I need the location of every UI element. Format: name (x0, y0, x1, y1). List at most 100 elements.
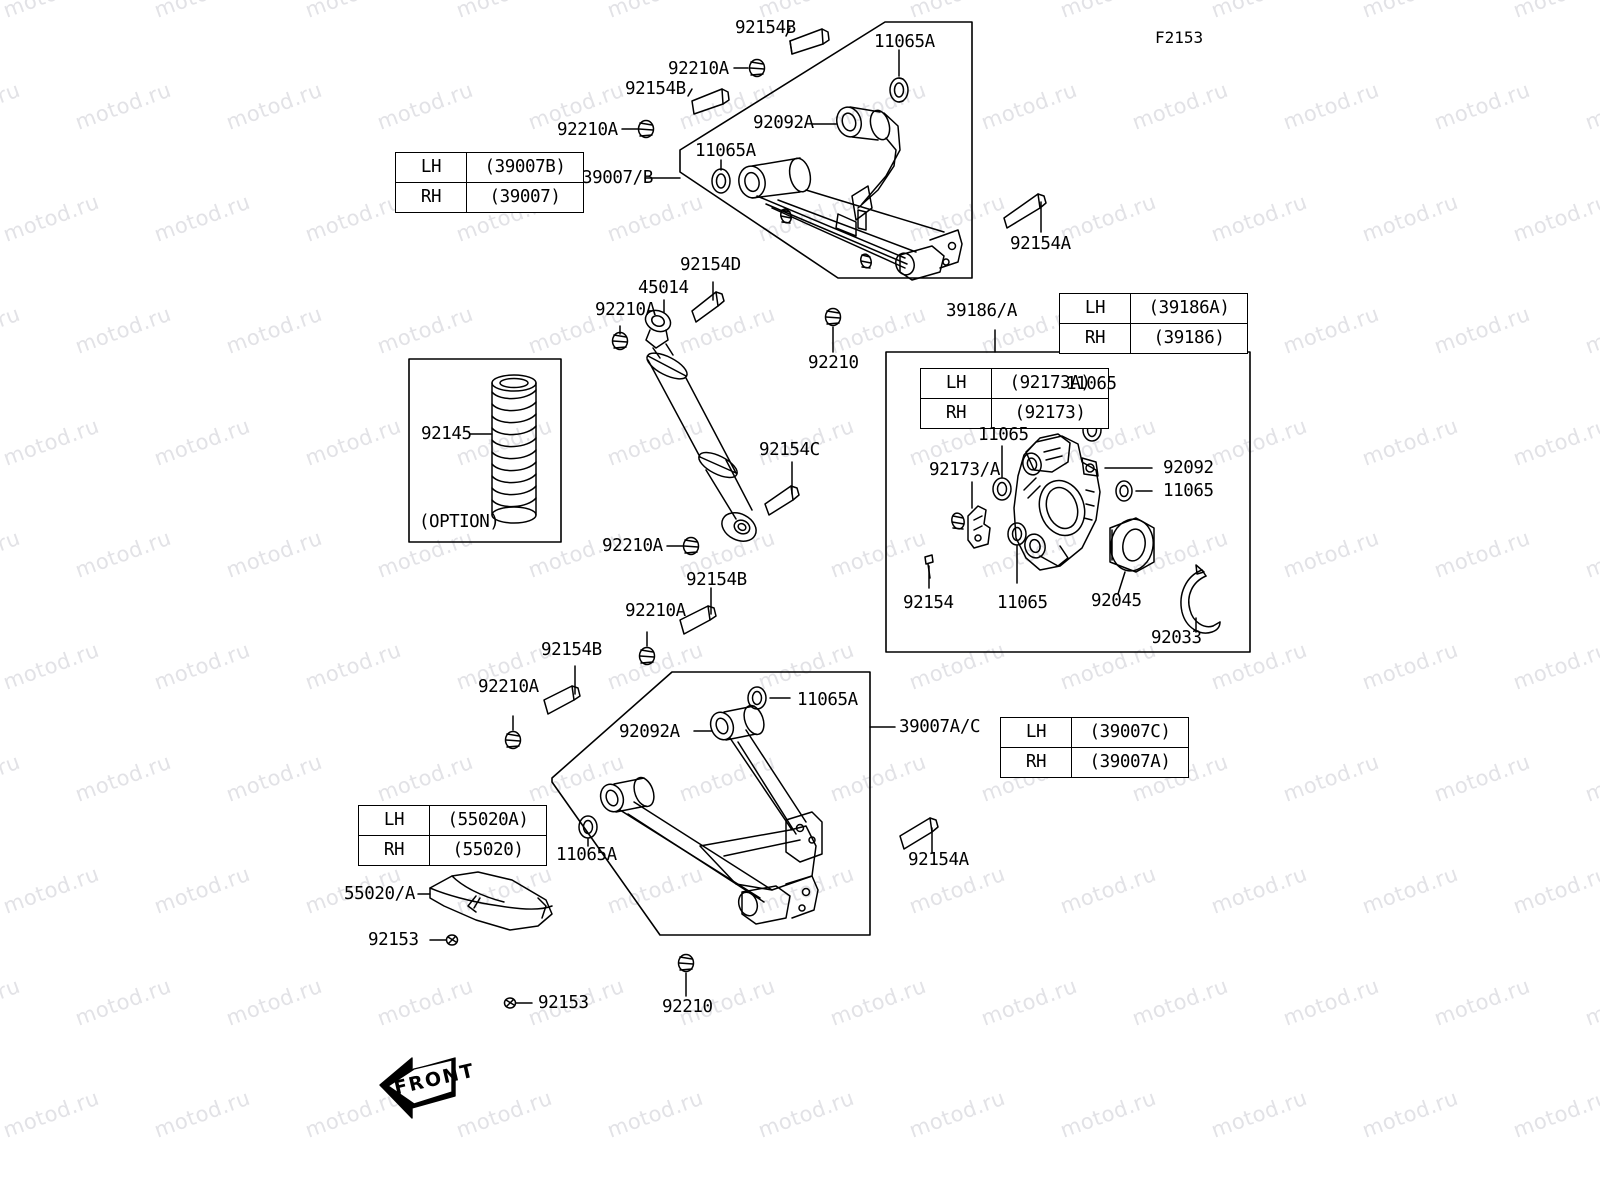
table-55020: LH (55020A) RH (55020) (358, 805, 547, 866)
table-cell-side: LH (358, 805, 430, 836)
label-92154D: 92154D (680, 255, 741, 275)
table-cell-side: RH (1000, 747, 1072, 778)
screw-92153-bottom (503, 997, 517, 1009)
knuckle-body (1013, 433, 1101, 571)
bolt-92154B-lower-lower (543, 685, 581, 715)
label-92154B-top: 92154B (735, 18, 796, 38)
collar-11065A-lower-left (578, 815, 598, 839)
label-39007B: 39007/B (582, 168, 653, 188)
table-cell-part: (55020A) (429, 805, 547, 836)
upper-assembly-outline (679, 21, 973, 279)
label-55020A: 55020/A (344, 884, 415, 904)
table-cell-part: (39007) (466, 182, 584, 213)
label-92210-bottom: 92210 (662, 997, 713, 1017)
option-box (408, 358, 562, 543)
bolt-92154B-top (789, 28, 830, 55)
bolt-92154C (764, 485, 800, 516)
label-92154B-lower-lower: 92154B (541, 640, 602, 660)
lower-assembly-outline (551, 671, 871, 936)
table-cell-part: (39186) (1130, 323, 1248, 354)
label-39007AC: 39007A/C (899, 717, 981, 737)
upper-control-arm (738, 106, 963, 281)
label-92154A-lower: 92154A (908, 850, 969, 870)
label-11065A-lower-left: 11065A (556, 845, 617, 865)
option-caption: (OPTION) (419, 512, 500, 532)
collar-11065A-left (711, 168, 731, 194)
collar-11065A-top (889, 77, 909, 103)
table-cell-part: (39007C) (1071, 717, 1189, 748)
label-92092A-upper: 92092A (753, 113, 814, 133)
guard-55020A (429, 871, 553, 931)
table-cell-side: LH (920, 368, 992, 399)
front-arrow-plate (387, 1059, 453, 1105)
table-cell-side: LH (1000, 717, 1072, 748)
table-cell-side: RH (920, 398, 992, 429)
nut-92210A-shock-lower (682, 536, 700, 556)
table-cell-part: (55020) (429, 835, 547, 866)
table-cell-part: (39007B) (466, 152, 584, 183)
label-92154A-upper: 92154A (1010, 234, 1071, 254)
table-row: RH (39186) (1059, 323, 1248, 354)
collar-11065-bottom (1007, 522, 1027, 546)
nut-92210A-lower-lower (504, 730, 522, 750)
label-39186A: 39186/A (946, 301, 1017, 321)
bolt-92154A-upper (1003, 193, 1047, 229)
nut-92210A-lower-upper (638, 646, 656, 666)
spring-92145 (491, 374, 537, 524)
label-92210A-top: 92210A (668, 59, 729, 79)
label-92154B-lower-upper: 92154B (686, 570, 747, 590)
table-39007a: LH (39007C) RH (39007A) (1000, 717, 1189, 778)
label-92033: 92033 (1151, 628, 1202, 648)
diagram-code: F2153 (1155, 28, 1204, 47)
label-45014: 45014 (638, 278, 689, 298)
nut-92210A-second (637, 119, 655, 139)
table-row: LH (39186A) (1059, 293, 1248, 324)
label-92210A-shock-lower: 92210A (602, 536, 663, 556)
bolt-92154B-second (691, 88, 730, 115)
label-11065-bottom: 11065 (997, 593, 1048, 613)
collar-11065-right (1115, 480, 1133, 502)
table-row: LH (55020A) (358, 805, 547, 836)
label-92210A-shock-upper: 92210A (595, 300, 656, 320)
label-92210A-lower-upper: 92210A (625, 601, 686, 621)
table-cell-part: (92173) (991, 398, 1109, 429)
sensor-92173A (951, 505, 991, 549)
nut-92210A-shock-upper (611, 331, 629, 351)
table-row: RH (55020) (358, 835, 547, 866)
table-cell-part: (39007A) (1071, 747, 1189, 778)
label-92145: 92145 (421, 424, 472, 444)
label-11065-top: 11065 (1066, 374, 1117, 394)
table-cell-side: RH (395, 182, 467, 213)
table-row: LH (39007C) (1000, 717, 1189, 748)
table-row: RH (92173) (920, 398, 1109, 429)
nut-92210-mid (824, 307, 842, 327)
label-92092A-lower: 92092A (619, 722, 680, 742)
screw-92153-left (445, 934, 459, 946)
label-92210A-second: 92210A (557, 120, 618, 140)
table-cell-side: LH (395, 152, 467, 183)
label-92153-left: 92153 (368, 930, 419, 950)
bolt-92154D (691, 291, 725, 323)
label-92154-knuckle: 92154 (903, 593, 954, 613)
label-11065-left: 11065 (978, 425, 1029, 445)
label-92045: 92045 (1091, 591, 1142, 611)
label-92153-bottom: 92153 (538, 993, 589, 1013)
table-row: RH (39007) (395, 182, 584, 213)
nut-92210A-top (748, 58, 766, 78)
label-92173A: 92173/A (929, 460, 1000, 480)
label-92154C: 92154C (759, 440, 820, 460)
table-39186: LH (39186A) RH (39186) (1059, 293, 1248, 354)
label-11065A-lower-top: 11065A (797, 690, 858, 710)
table-cell-side: RH (358, 835, 430, 866)
table-cell-side: LH (1059, 293, 1131, 324)
circlip-92033 (1180, 564, 1221, 634)
bolt-92154B-lower-upper (679, 605, 717, 635)
shock-absorber-45014 (644, 309, 757, 542)
table-row: LH (39007B) (395, 152, 584, 183)
collar-11065-left (992, 477, 1012, 501)
lower-control-arm (599, 704, 823, 925)
label-92210A-lower-lower: 92210A (478, 677, 539, 697)
bearing-92045 (1109, 517, 1155, 573)
table-39007: LH (39007B) RH (39007) (395, 152, 584, 213)
